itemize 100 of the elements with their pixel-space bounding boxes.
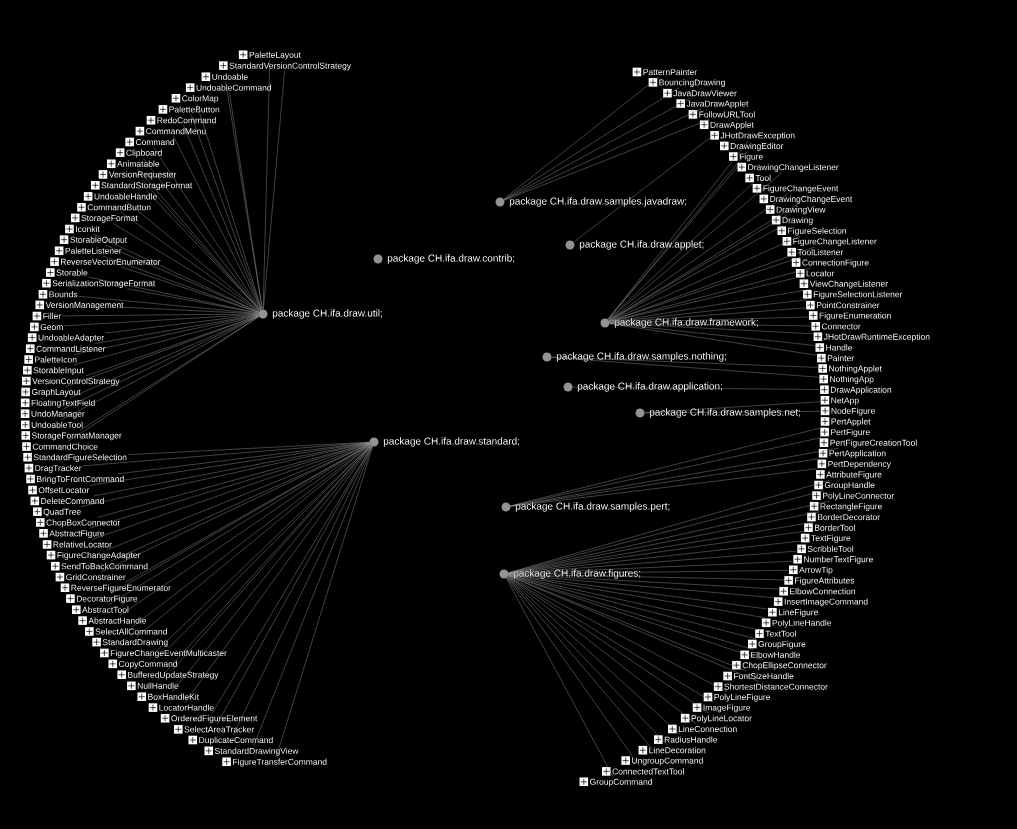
connector-line (609, 323, 817, 356)
class-name: PatternPainter (643, 68, 697, 76)
class-name: NothingApp (830, 375, 874, 384)
class-name: VersionManagement (45, 301, 124, 310)
class-name: PertApplet (831, 418, 871, 427)
connector-line (503, 76, 659, 200)
class-name: DrawApplication (830, 386, 892, 395)
class-name: NumberTextFigure (804, 556, 873, 564)
connector-line (73, 315, 259, 366)
class-name: CopyCommand (119, 660, 178, 669)
connector-line (572, 386, 820, 390)
connector-line (609, 236, 801, 322)
class-name: PolyLineConnector (823, 492, 894, 501)
class-name: ReverseFigureEnumerator (71, 584, 171, 593)
class-name: RadiusHandle (664, 736, 718, 743)
package-label: package CH.ifa.draw.samples.nothing; (556, 352, 726, 362)
class-name: InsertImageCommand (784, 598, 868, 607)
package-label: package CH.ifa.draw.standard; (383, 437, 520, 447)
class-name: ConnectedTextTool (612, 768, 684, 775)
class-name: FigureSelectionListener (813, 291, 903, 300)
class-name: ReverseVectorEnumerator (61, 258, 161, 265)
class-name: ConnectionFigure (802, 259, 869, 268)
class-name: FigureChangeAdapter (57, 551, 141, 560)
class-name: BorderDecorator (817, 513, 880, 521)
class-name: RelativeLocator (53, 541, 112, 548)
class-name: Bounds (49, 291, 78, 298)
class-name: Geom (40, 324, 63, 330)
package-label: package CH.ifa.draw.samples.javadraw; (509, 197, 687, 207)
class-name: FontSizeHandle (734, 672, 794, 680)
class-name: UndoManager (31, 410, 85, 419)
connector-line (97, 443, 370, 518)
connector-line (609, 257, 801, 322)
class-name: JavaDrawViewer (673, 90, 737, 97)
class-name: GroupHandle (824, 481, 875, 490)
class-name: FigureTransferCommand (233, 758, 327, 767)
class-name: DrawApplet (710, 121, 754, 130)
class-name: ElbowConnection (790, 588, 855, 595)
class-name: QuadTree (43, 508, 81, 517)
class-name: LocatorHandle (159, 704, 214, 711)
class-name: Connector (821, 323, 861, 330)
class-name: Locator (806, 270, 835, 277)
class-name: StorableInput (33, 367, 84, 375)
class-name: DecoratorFigure (76, 595, 138, 604)
package-label: package CH.ifa.draw.application; (577, 382, 722, 392)
class-name: PertFigureCreationTool (830, 439, 917, 448)
class-name: PaletteLayout (249, 51, 301, 60)
class-name: NullHandle (137, 682, 179, 689)
class-name: Tool (755, 174, 771, 182)
class-name: UngroupCommand (632, 757, 703, 766)
connector-line (508, 531, 804, 574)
class-name: PaletteListener (65, 247, 122, 254)
class-name: PolyLineLocator (691, 715, 752, 723)
class-name: StandardStorageFormat (101, 182, 193, 191)
class-name: SelectAreaTracker (184, 726, 255, 733)
connector-line (127, 288, 259, 314)
class-name: LineDecoration (649, 747, 706, 754)
connector-line (508, 575, 764, 661)
class-name: CommandChoice (32, 443, 98, 450)
class-name: AbstractFigure (49, 530, 105, 539)
connector-line (551, 357, 819, 378)
connector-line (609, 267, 811, 322)
package-label: package CH.ifa.draw.framework; (614, 318, 758, 328)
class-name: FigureEnumeration (819, 312, 891, 321)
class-name: DrawingChangeListener (748, 163, 839, 172)
class-name: PertApplication (829, 450, 886, 458)
connector-line (276, 446, 373, 757)
class-name: ColorMap (182, 95, 219, 103)
class-name: Clipboard (126, 149, 162, 158)
class-name: Handle (826, 344, 853, 351)
class-name: PertDependency (828, 460, 891, 469)
class-name: FigureChangeEventMulticaster (110, 649, 227, 658)
connector-line (508, 574, 766, 618)
class-name: Figure (739, 153, 763, 162)
class-name: VersionRequester (108, 171, 177, 180)
class-name: Storable (56, 269, 88, 276)
class-name: StandardFigureSelection (33, 454, 127, 462)
class-name: DrawingView (776, 206, 826, 215)
connector-line (94, 314, 259, 344)
class-name: DrawingEditor (730, 142, 784, 151)
class-name: UndoableTool (31, 421, 83, 428)
connector-line (609, 289, 812, 323)
class-name: SendToBackCommand (61, 563, 148, 570)
class-name: SerializationStorageFormat (52, 280, 156, 288)
class-name: FigureChangeEvent (763, 185, 839, 194)
class-name: VersionControlStrategy (32, 377, 120, 386)
connector-line (573, 130, 721, 243)
connector-line (506, 577, 640, 767)
class-name: ChopEllipseConnector (742, 662, 827, 670)
class-name: CommandButton (87, 204, 151, 211)
class-name: CommandListener (36, 345, 106, 352)
class-name: JHotDrawException (720, 132, 795, 141)
connector-line (173, 136, 262, 310)
connector-line (508, 521, 814, 574)
connector-line (112, 223, 260, 312)
connector-line (609, 299, 807, 323)
connector-line (105, 245, 259, 313)
class-name: TextFigure (811, 534, 851, 543)
class-name: Animatable (117, 160, 160, 167)
connector-line (508, 511, 820, 574)
class-name: DrawingChangeEvent (770, 195, 853, 204)
